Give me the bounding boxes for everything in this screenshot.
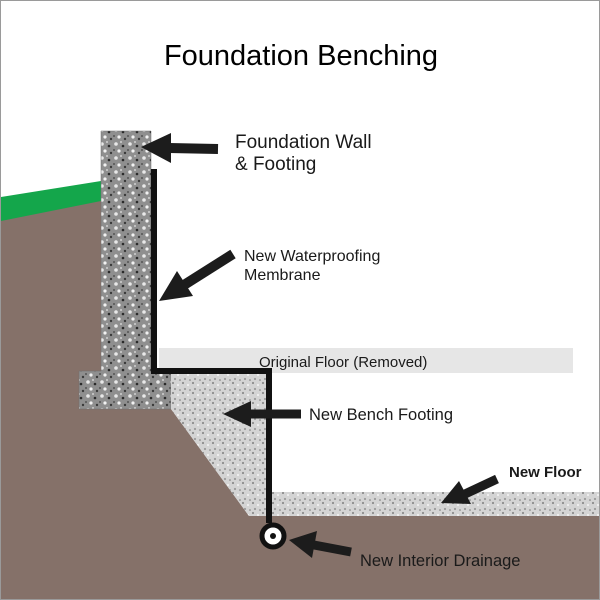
- arrow-wall: [141, 133, 219, 163]
- arrows: [141, 133, 499, 558]
- arrow-new-floor: [441, 474, 499, 504]
- label-waterproofing-membrane: New Waterproofing Membrane: [244, 248, 381, 284]
- grass-strip: [1, 181, 101, 221]
- new-floor-slab: [269, 492, 599, 516]
- diagram-title: Foundation Benching: [163, 40, 439, 72]
- label-new-floor: New Floor: [509, 464, 582, 481]
- label-interior-drainage: New Interior Drainage: [360, 552, 521, 570]
- arrow-membrane: [159, 249, 236, 301]
- soil-ground: [1, 187, 599, 599]
- label-foundation-wall: Foundation Wall & Footing: [235, 132, 372, 176]
- waterproofing-membrane: [151, 169, 272, 523]
- drainage-pipe-core: [270, 533, 276, 539]
- label-bench-footing: New Bench Footing: [309, 406, 453, 424]
- label-original-floor: Original Floor (Removed): [259, 354, 428, 371]
- arrow-drainage: [289, 531, 352, 558]
- arrow-bench: [223, 401, 301, 427]
